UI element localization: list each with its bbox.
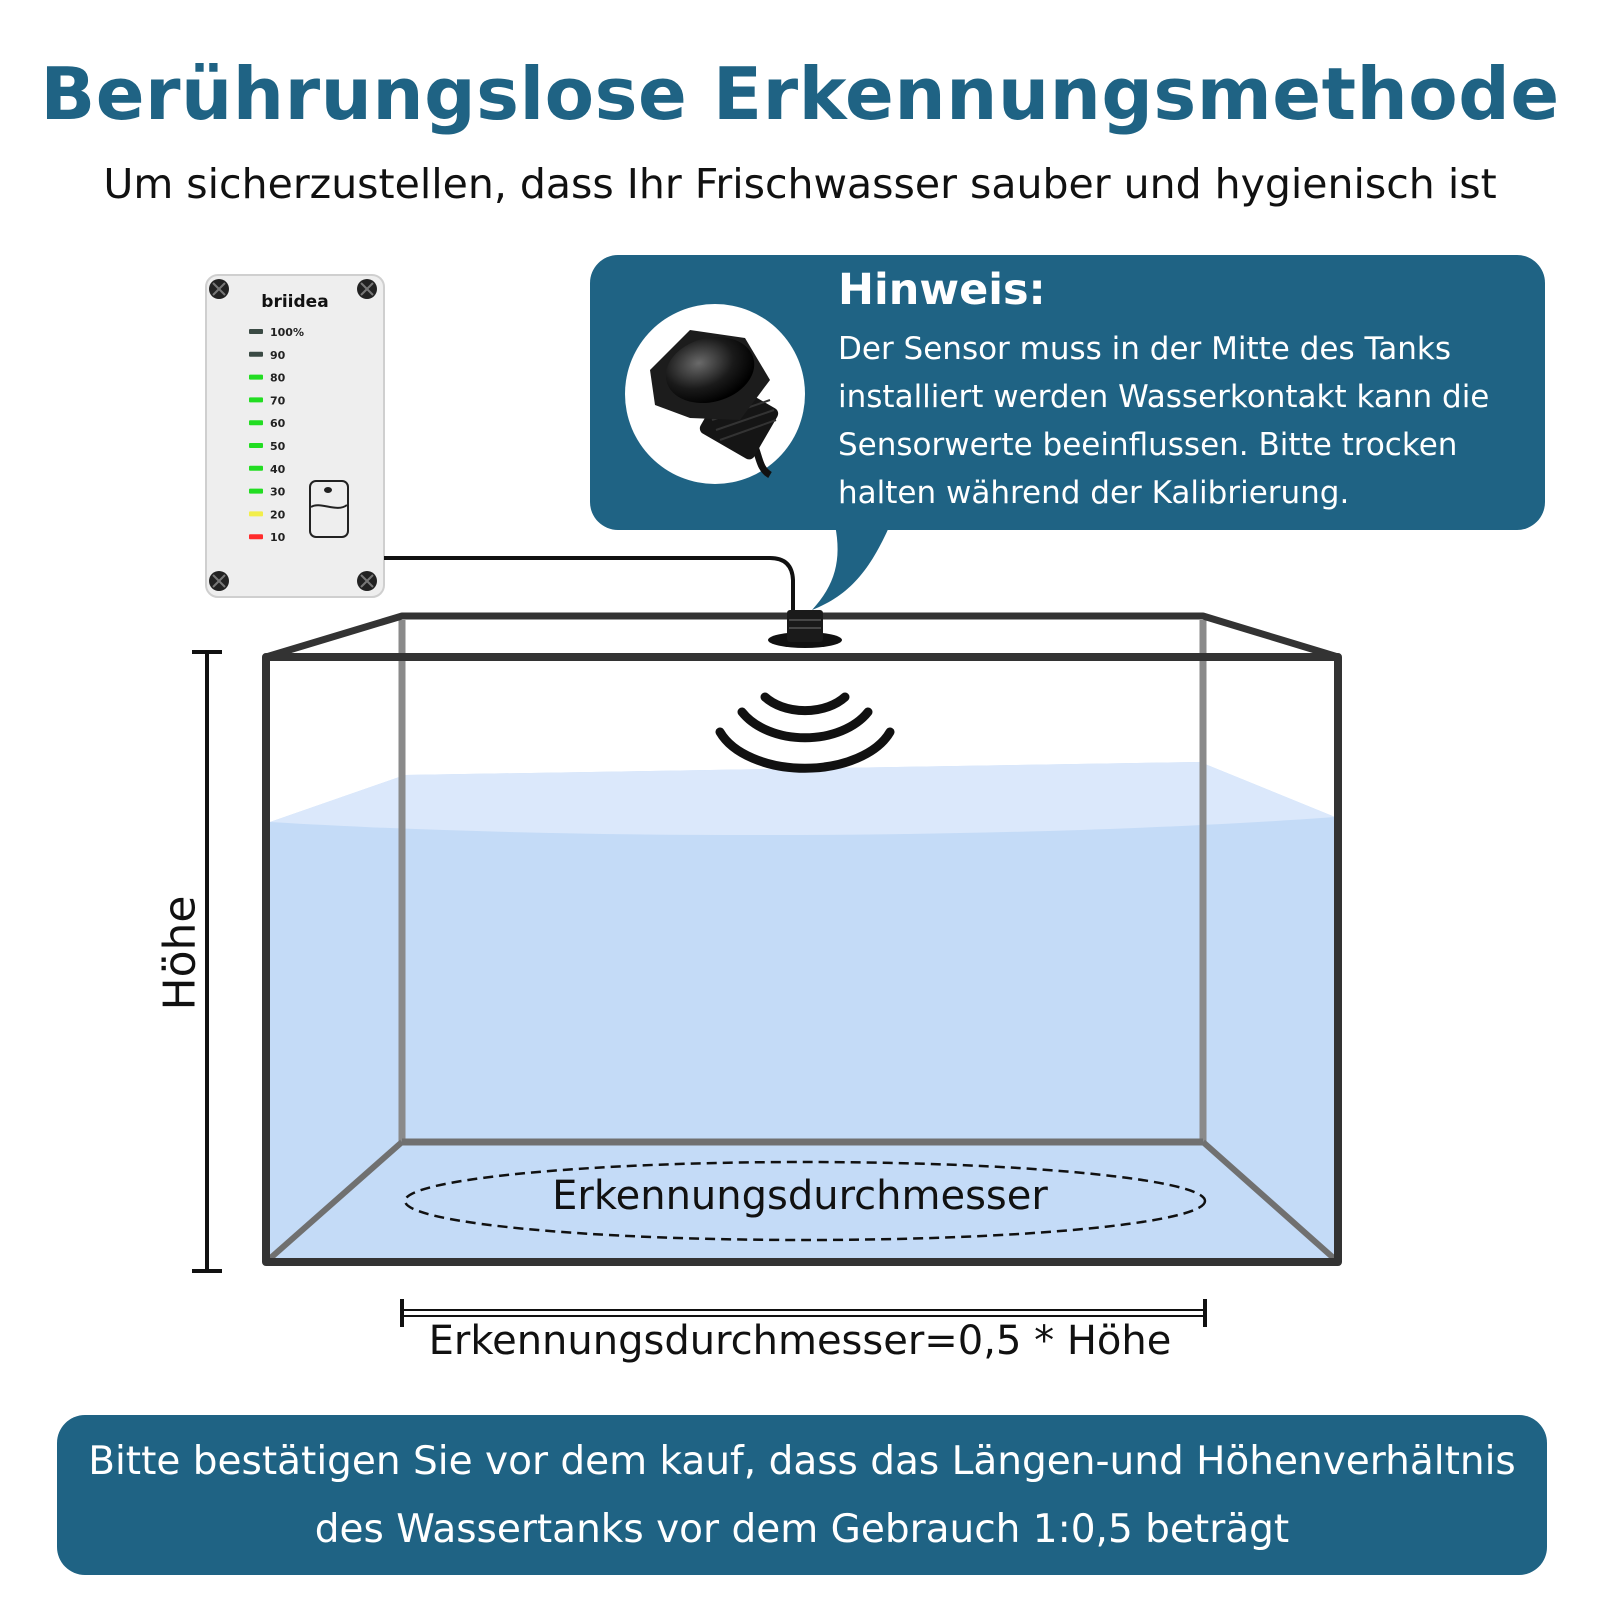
level-label: 70 — [270, 394, 286, 407]
detection-diameter-label: Erkennungsdurchmesser — [552, 1173, 1048, 1219]
level-display-device: briidea 100% 90 80 70 60 50 40 30 20 10 — [205, 274, 385, 598]
sensor-cable — [384, 556, 795, 610]
level-led — [249, 351, 263, 357]
level-label: 80 — [270, 372, 286, 385]
level-led — [249, 488, 263, 494]
height-label: Höhe — [154, 895, 206, 1011]
level-label: 40 — [270, 463, 286, 476]
device-level-scale: 100% 90 80 70 60 50 40 30 20 10 — [249, 326, 304, 544]
level-led — [249, 420, 263, 426]
ratio-notice-line-2: des Wassertanks vor dem Gebrauch 1:0,5 b… — [314, 1507, 1290, 1552]
page-subtitle: Um sicherzustellen, dass Ihr Frischwasse… — [103, 160, 1497, 208]
level-label: 10 — [270, 531, 286, 544]
level-led — [249, 374, 263, 380]
level-label: 20 — [270, 508, 286, 521]
device-brand: briidea — [261, 292, 328, 312]
tank-button-icon — [309, 480, 349, 538]
ratio-notice: Bitte bestätigen Sie vor dem kauf, dass … — [57, 1415, 1547, 1575]
level-led — [249, 443, 263, 448]
level-label: 50 — [270, 440, 286, 453]
diameter-dimension — [400, 1299, 1207, 1327]
hint-bubble — [590, 255, 1545, 610]
level-led — [249, 397, 263, 403]
hint-text: Der Sensor muss in der Mitte des Tanks i… — [838, 331, 1490, 511]
mounted-sensor — [768, 610, 842, 648]
height-dimension — [192, 650, 222, 1273]
detection-zone — [403, 1160, 1207, 1242]
ratio-notice-line-1: Bitte bestätigen Sie vor dem kauf, dass … — [88, 1439, 1516, 1484]
level-label: 90 — [270, 349, 286, 362]
level-label: 60 — [270, 417, 286, 430]
sensor-photo — [650, 330, 779, 479]
hint-heading: Hinweis: — [838, 265, 1046, 315]
level-label: 100% — [270, 326, 304, 339]
page-title: Berührungslose Erkennungsmethode — [40, 52, 1560, 136]
level-led — [249, 511, 263, 517]
level-led — [249, 534, 263, 540]
level-led — [249, 465, 263, 471]
formula-label: Erkennungsdurchmesser=0,5 * Höhe — [428, 1318, 1172, 1364]
tank-frame — [262, 612, 1342, 1266]
water — [270, 762, 1335, 1260]
level-led — [249, 329, 263, 334]
level-label: 30 — [270, 486, 286, 499]
ultrasonic-waves-icon — [715, 692, 895, 773]
